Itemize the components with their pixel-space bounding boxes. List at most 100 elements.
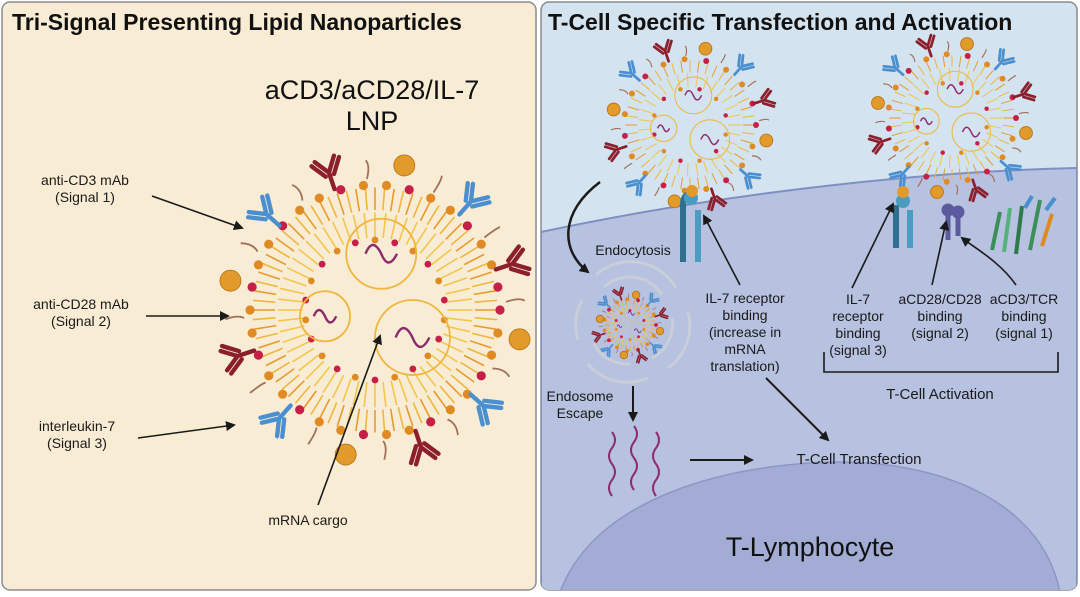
lipid-head <box>959 81 963 85</box>
il7-ball <box>394 155 415 176</box>
lipid-head <box>965 53 971 59</box>
lipid-head <box>319 352 326 359</box>
lipid-head <box>382 430 391 439</box>
lipid-head <box>446 405 455 414</box>
lipid-head <box>652 113 656 117</box>
il7-ball <box>760 134 773 147</box>
lipid-head <box>984 106 988 110</box>
lipid-head <box>405 185 414 194</box>
lipid-head <box>622 111 628 117</box>
label-signal-1: aCD3/TCR binding (signal 1) <box>982 291 1066 342</box>
label-anti-cd3-line2: (Signal 1) <box>20 189 150 206</box>
lipid-head <box>622 133 628 139</box>
il7-ball <box>596 315 604 323</box>
lipid-head <box>372 377 379 384</box>
il7-ball <box>220 270 241 291</box>
lipid-head <box>906 68 912 74</box>
lipid-head <box>391 374 398 381</box>
lipid-head <box>264 371 273 380</box>
lipid-head <box>493 328 502 337</box>
lipid-head <box>409 365 416 372</box>
lipid-head <box>678 158 682 162</box>
lipid-head <box>703 186 709 192</box>
lipid-head <box>463 221 472 230</box>
label-il7-binding-line5: translation) <box>690 358 800 375</box>
lipid-head <box>661 182 667 188</box>
label-il7-binding-line3: (increase in <box>690 324 800 341</box>
lipid-head <box>984 61 990 67</box>
lipid-head <box>924 141 928 145</box>
lipid-head <box>245 305 254 314</box>
label-anti-cd3: anti-CD3 mAb (Signal 1) <box>20 172 150 206</box>
lipid-head <box>315 417 324 426</box>
lipid-head <box>662 149 666 153</box>
label-anti-cd3-line1: anti-CD3 mAb <box>20 172 150 189</box>
lipid-head <box>372 237 379 244</box>
lipid-head <box>405 426 414 435</box>
lipid-head <box>662 97 666 101</box>
label-anti-cd28-line2: (Signal 2) <box>16 313 146 330</box>
lipid-head <box>382 181 391 190</box>
lipid-head <box>739 163 745 169</box>
label-signal-3-line2: receptor <box>818 308 898 325</box>
lipid-head <box>739 81 745 87</box>
lipid-head <box>753 122 759 128</box>
lipid-head <box>334 365 341 372</box>
label-signal-2-line1: aCD28/CD28 <box>892 291 988 308</box>
lipid-head <box>893 145 899 151</box>
il7-ball <box>620 351 628 359</box>
lipid-head <box>495 305 504 314</box>
lipid-head <box>924 90 928 94</box>
lipid-head <box>336 185 345 194</box>
lipid-head <box>642 319 645 322</box>
lnp-name: aCD3/aCD28/IL-7 LNP <box>252 75 492 137</box>
il7-ball <box>1020 127 1033 140</box>
il7-ball <box>607 103 620 116</box>
lipid-head <box>714 97 718 101</box>
lipid-head <box>697 158 701 162</box>
lipid-head <box>603 329 607 333</box>
lipid-head <box>315 194 324 203</box>
il7-ball <box>931 186 944 199</box>
lipid-head <box>487 351 496 360</box>
lipid-head <box>697 87 701 91</box>
lipid-head <box>654 323 658 327</box>
lipid-head <box>308 278 315 285</box>
lipid-head <box>425 261 432 268</box>
lipid-head <box>425 352 432 359</box>
lnp-name-line2: LNP <box>252 106 492 137</box>
label-il7-binding-line4: mRNA <box>690 341 800 358</box>
il7-ball <box>699 42 712 55</box>
lipid-head <box>441 297 448 304</box>
lipid-head <box>607 338 611 342</box>
lipid-head <box>435 278 442 285</box>
label-signal-2-line3: (signal 2) <box>892 325 988 342</box>
lipid-head <box>703 58 709 64</box>
lipid-head <box>629 338 632 341</box>
lipid-head <box>359 181 368 190</box>
lipid-head <box>302 317 309 324</box>
lipid-head <box>264 240 273 249</box>
lipid-head <box>629 153 635 159</box>
label-signal-2: aCD28/CD28 binding (signal 2) <box>892 291 988 342</box>
lipid-head <box>1000 76 1006 82</box>
lipid-head <box>678 87 682 91</box>
lipid-head <box>1000 154 1006 160</box>
label-anti-cd28-line1: anti-CD28 mAb <box>16 296 146 313</box>
lipid-head <box>477 240 486 249</box>
label-t-cell-activation: T-Cell Activation <box>860 386 1020 403</box>
lipid-head <box>723 177 729 183</box>
lipid-head <box>493 282 502 291</box>
lipid-head <box>940 150 944 154</box>
label-signal-1-line3: (signal 1) <box>982 325 1066 342</box>
label-signal-1-line1: aCD3/TCR <box>982 291 1066 308</box>
lipid-head <box>714 149 718 153</box>
lipid-head <box>642 328 645 331</box>
lipid-head <box>1010 136 1016 142</box>
lipid-head <box>984 125 988 129</box>
il7-ball <box>632 291 640 299</box>
lipid-head <box>645 342 649 346</box>
label-signal-2-line2: binding <box>892 308 988 325</box>
lipid-head <box>975 90 979 94</box>
label-endocytosis: Endocytosis <box>588 242 678 259</box>
